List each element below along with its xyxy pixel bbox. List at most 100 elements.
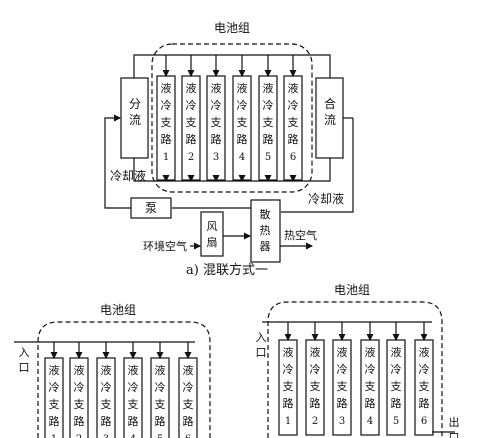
branch-number: 5 bbox=[265, 152, 271, 163]
br-inlet-label-char: 口 bbox=[256, 346, 267, 359]
branch-label-char: 冷 bbox=[101, 381, 112, 394]
branch-label-char: 支 bbox=[183, 398, 194, 411]
branch-label-char: 冷 bbox=[128, 381, 139, 394]
branch-number: 6 bbox=[290, 152, 296, 163]
br-outlet-label-char: 出 bbox=[449, 415, 460, 429]
branch-label-char: 液 bbox=[161, 81, 172, 95]
hot-air-label: 热空气 bbox=[284, 228, 317, 242]
branch-label-char: 路 bbox=[237, 133, 248, 146]
branch-number: 5 bbox=[157, 434, 163, 438]
br-inlet-label: 入口 bbox=[256, 331, 267, 359]
branch-label-char: 支 bbox=[310, 380, 321, 393]
split-label-char: 流 bbox=[129, 113, 141, 127]
branch-label-char: 冷 bbox=[74, 381, 85, 394]
branch-label-char: 路 bbox=[155, 415, 166, 428]
branch-label-char: 液 bbox=[49, 363, 60, 377]
bl-inlet-label: 入口 bbox=[19, 346, 30, 374]
split-to-top-line bbox=[133, 54, 166, 78]
return-line bbox=[281, 118, 354, 213]
branch-label-char: 液 bbox=[283, 345, 294, 359]
split-to-bottom-line bbox=[133, 158, 166, 182]
branch-label-char: 冷 bbox=[263, 99, 274, 112]
branch-label-char: 冷 bbox=[288, 99, 299, 112]
br-inlet-label-char: 入 bbox=[256, 331, 267, 344]
branch-number: 2 bbox=[76, 434, 82, 438]
radiator-box bbox=[250, 199, 281, 263]
split-label: 分流 bbox=[129, 97, 141, 127]
branch-label-char: 冷 bbox=[419, 363, 430, 376]
branch-label-char: 支 bbox=[365, 380, 376, 393]
branch-label-char: 冷 bbox=[237, 99, 248, 112]
bl-group-label: 电池组 bbox=[100, 303, 136, 317]
pump-label: 泵 bbox=[145, 201, 157, 215]
split-label: 分流 bbox=[129, 97, 141, 127]
branch-label-char: 支 bbox=[288, 116, 299, 129]
branch-label-char: 支 bbox=[283, 380, 294, 393]
branch-label-char: 路 bbox=[101, 415, 112, 428]
branch-label-char: 支 bbox=[161, 116, 172, 129]
branch-label-char: 路 bbox=[310, 397, 321, 410]
branch-label-char: 液 bbox=[288, 81, 299, 95]
branch-label-char: 液 bbox=[128, 363, 139, 377]
branch-number: 1 bbox=[163, 152, 169, 163]
branch-label-char: 支 bbox=[49, 398, 60, 411]
fan-box bbox=[200, 211, 224, 257]
branch-label-char: 液 bbox=[155, 363, 166, 377]
branch-label-char: 液 bbox=[211, 81, 222, 95]
branch-label-char: 支 bbox=[263, 116, 274, 129]
bl-inlet-label: 入口 bbox=[19, 346, 30, 374]
branch-number: 2 bbox=[312, 416, 318, 427]
branch-number: 4 bbox=[367, 416, 373, 427]
bl-inlet-label-char: 入 bbox=[19, 346, 30, 359]
br-battery-pack-boundary bbox=[267, 301, 443, 438]
branch-number: 6 bbox=[421, 416, 427, 427]
fan-label-char: 风 bbox=[207, 220, 218, 233]
bl-inlet-label-char: 口 bbox=[19, 361, 30, 374]
branch-label-char: 路 bbox=[337, 397, 348, 410]
branch-label-char: 冷 bbox=[365, 363, 376, 376]
branch-label-char: 液 bbox=[391, 345, 402, 359]
branch-label-char: 液 bbox=[310, 345, 321, 359]
branch-label-char: 液 bbox=[365, 345, 376, 359]
br-outlet-label-char: 口 bbox=[449, 431, 460, 438]
branch-label-char: 冷 bbox=[283, 363, 294, 376]
branch-label-char: 液 bbox=[237, 81, 248, 95]
branch-label-char: 路 bbox=[74, 415, 85, 428]
radiator-label-char: 器 bbox=[260, 240, 271, 253]
radiator-label: 散热器 bbox=[260, 207, 271, 253]
br-group-label: 电池组 bbox=[334, 283, 370, 297]
branch-label-char: 路 bbox=[391, 397, 402, 410]
top-group-label: 电池组 bbox=[214, 21, 250, 35]
branch-number: 3 bbox=[213, 152, 219, 163]
branch-label-char: 冷 bbox=[310, 363, 321, 376]
coolant-right-label: 冷却液 bbox=[308, 191, 344, 206]
branch-number: 4 bbox=[130, 434, 136, 438]
branch-number: 4 bbox=[239, 152, 245, 163]
branch-label-char: 液 bbox=[183, 363, 194, 377]
branch-label-char: 支 bbox=[74, 398, 85, 411]
branch-number: 6 bbox=[185, 434, 191, 438]
merge-label: 合流 bbox=[324, 96, 336, 127]
